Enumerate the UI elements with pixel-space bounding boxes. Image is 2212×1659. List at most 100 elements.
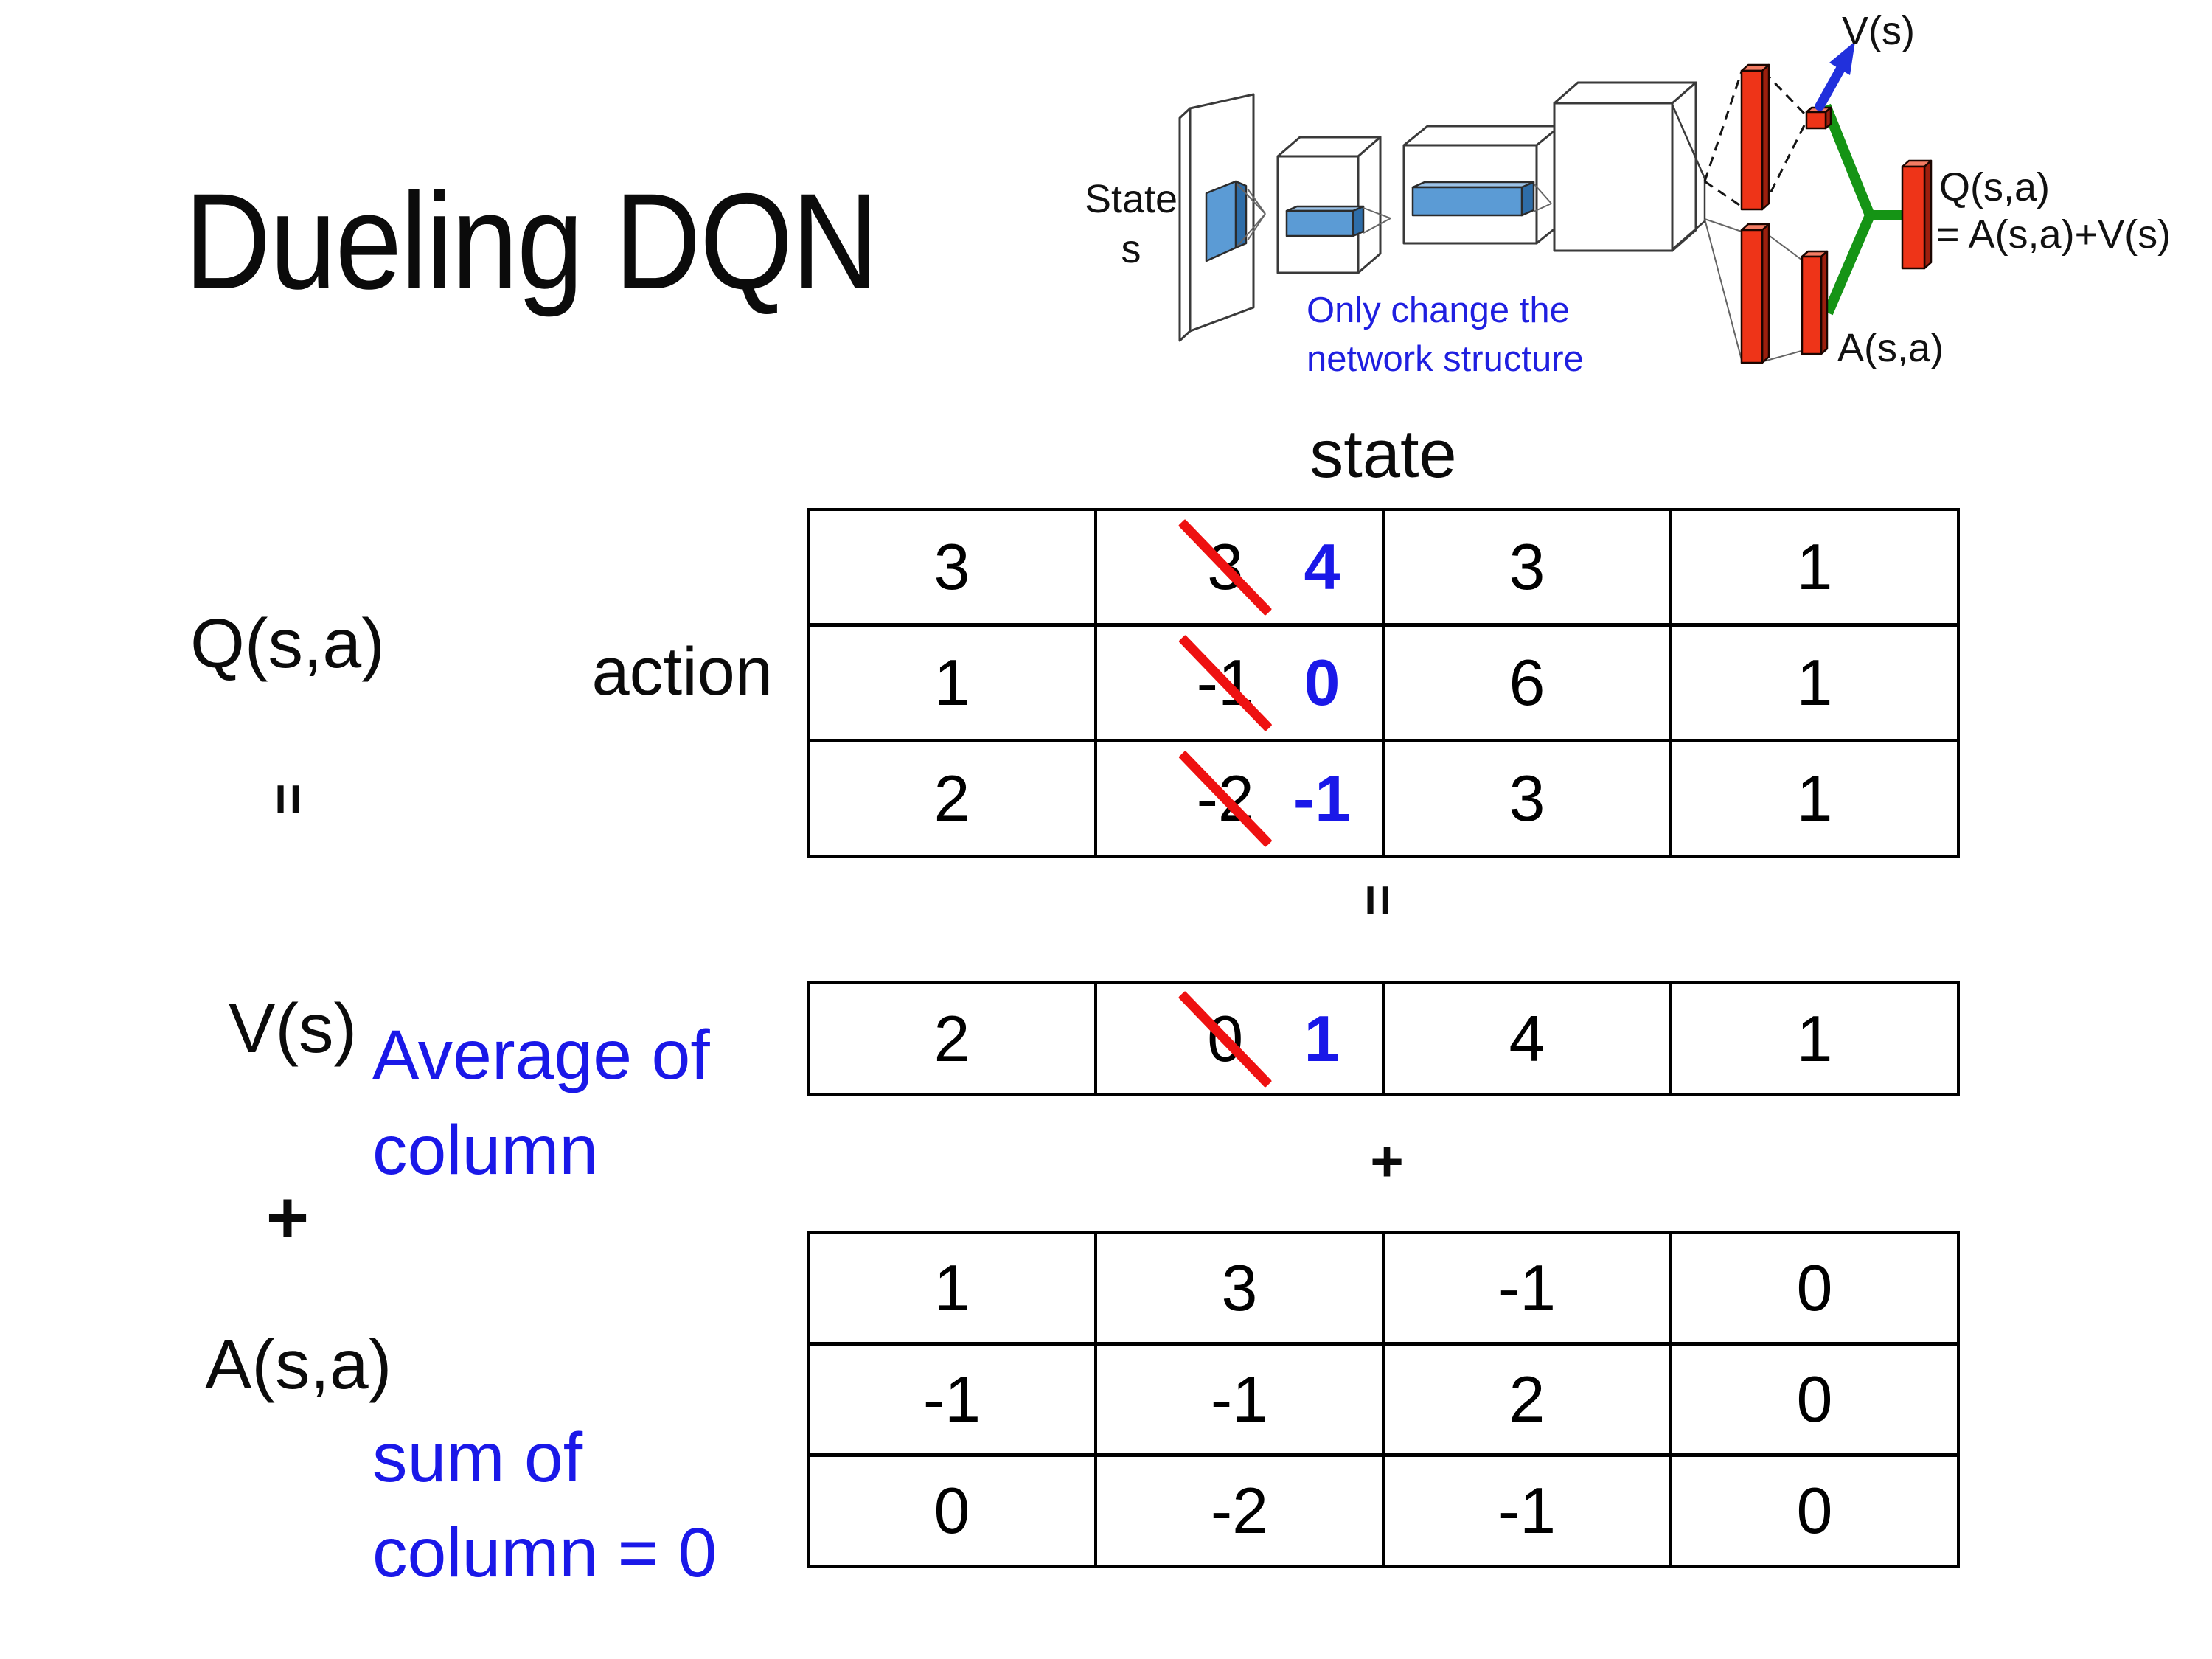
crossed-out-value: -2 [1178,750,1273,848]
feature-bar2-side [1520,181,1535,217]
cell-value: 0 [1796,1363,1833,1436]
crossed-out-value: 3 [1178,518,1273,616]
trunk-box-side [1671,81,1697,252]
cell-value: 1 [1796,646,1833,719]
cell-value: 1 [933,1251,970,1324]
cell-value: 3 [1509,762,1545,835]
conv-box2-top [1402,125,1562,147]
q-table-row: 2 -2 -1 3 1 [810,739,1957,855]
new-value: 1 [1304,1001,1340,1075]
cell-value: 0 [1796,1474,1833,1547]
q-table-cell: 3 [810,511,1094,623]
a-table-cell: 3 [1094,1234,1382,1342]
q-output-bar-side [1923,159,1933,270]
note-line: sum of [372,1419,583,1497]
v-table: 20141 [807,981,1960,1096]
a-table-cell: 1 [810,1234,1094,1342]
cell-value: 2 [933,1001,970,1075]
q-table-row: 33431 [810,511,1957,623]
equals-sign-left: = [258,783,320,815]
crossed-out-value: 0 [1178,990,1273,1088]
conv-line [1533,203,1552,212]
cell-value: 1 [1796,530,1833,603]
a-table-cell: 0 [810,1457,1094,1565]
v-table-cell: 2 [810,984,1094,1093]
plus-sign-left: + [265,1176,310,1259]
v-hidden-bar-side [1761,63,1770,211]
network-note-line1: Only change the [1307,291,1570,330]
a-output-bar [1801,255,1823,355]
cell-value: 1 [1796,1001,1833,1075]
new-value: 0 [1304,646,1340,719]
conv-line [1363,207,1391,219]
funnel-edge [1671,104,1706,179]
a-hidden-bar-side [1761,223,1770,364]
slide-title: Dueling DQN [184,166,878,318]
q-output-formula: = A(s,a)+V(s) [1936,212,2171,257]
conv-line [1237,184,1266,215]
a-table-row: -1 -1 2 0 [810,1342,1957,1453]
q-table-cell-replaced: 34 [1094,511,1382,623]
cell-value: 3 [1221,1251,1258,1324]
a-table-cell: 2 [1382,1346,1669,1453]
conv-box1-side [1357,136,1382,274]
a-stream-line [1763,231,1802,260]
conv-line [1363,218,1391,234]
new-value: 4 [1304,530,1340,603]
cell-value: -1 [1210,1363,1269,1436]
v-stream-dashed-line [1762,70,1806,116]
a-stream-line [1763,350,1802,362]
q-table-cell: 2 [810,742,1094,855]
action-axis-label: action [591,634,773,709]
cell-value: 1 [1796,762,1833,835]
cell-value: 0 [933,1474,970,1547]
funnel-edge [1672,220,1705,250]
conv-filter [1205,180,1237,262]
crossed-out-value: -1 [1178,634,1273,732]
cell-value: -1 [922,1363,981,1436]
a-table-cell: 0 [1669,1346,1957,1453]
cell-value: -1 [1498,1474,1557,1547]
cell-value: 3 [933,530,970,603]
cell-value: -1 [1498,1251,1557,1324]
v-stream-dashed-line [1704,180,1742,208]
q-table-cell: 3 [1382,742,1669,855]
conv-line [1237,213,1266,247]
q-output-bar [1901,165,1926,270]
q-table-cell: 1 [1669,627,1957,739]
a-stream-line [1704,218,1742,361]
q-table-cell: 6 [1382,627,1669,739]
equals-sign-mid: = [1348,884,1410,917]
q-output-label: Q(s,a) [1939,165,2050,209]
network-note-line2: network structure [1307,339,1584,379]
cell-value: 2 [933,762,970,835]
a-table-row: 1 3 -1 0 [810,1234,1957,1342]
note-line: Average of [372,1016,710,1094]
a-table-cell: 0 [1669,1457,1957,1565]
q-table-cell-replaced: -1 0 [1094,627,1382,739]
q-matrix-label: Q(s,a) [190,605,385,683]
dueling-network-diagram: State s Only change the network structur… [1085,9,2171,379]
a-table-row: 0 -2 -1 0 [810,1453,1957,1565]
v-stream-dashed-line [1762,123,1806,207]
sum-of-column-note: sum of column = 0 [372,1411,717,1601]
v-stream-dashed-line [1703,71,1743,182]
a-stream-line [1704,218,1742,232]
a-table-cell: 0 [1669,1234,1957,1342]
feature-bar2 [1411,186,1523,217]
note-line: column = 0 [372,1514,717,1593]
cell-value: -2 [1210,1474,1269,1547]
feature-bar1-side [1352,205,1365,237]
conv-line [1533,183,1552,204]
v-hidden-bar [1740,69,1764,211]
a-table-cell: -1 [810,1346,1094,1453]
cell-value: 0 [1796,1251,1833,1324]
new-value: -1 [1293,762,1352,835]
v-output-label: V(s) [1842,9,1915,53]
input-plane-side [1178,107,1192,342]
cell-value: 6 [1509,646,1545,719]
q-table-cell-replaced: -2 -1 [1094,742,1382,855]
state-input-label-s: s [1121,227,1141,271]
